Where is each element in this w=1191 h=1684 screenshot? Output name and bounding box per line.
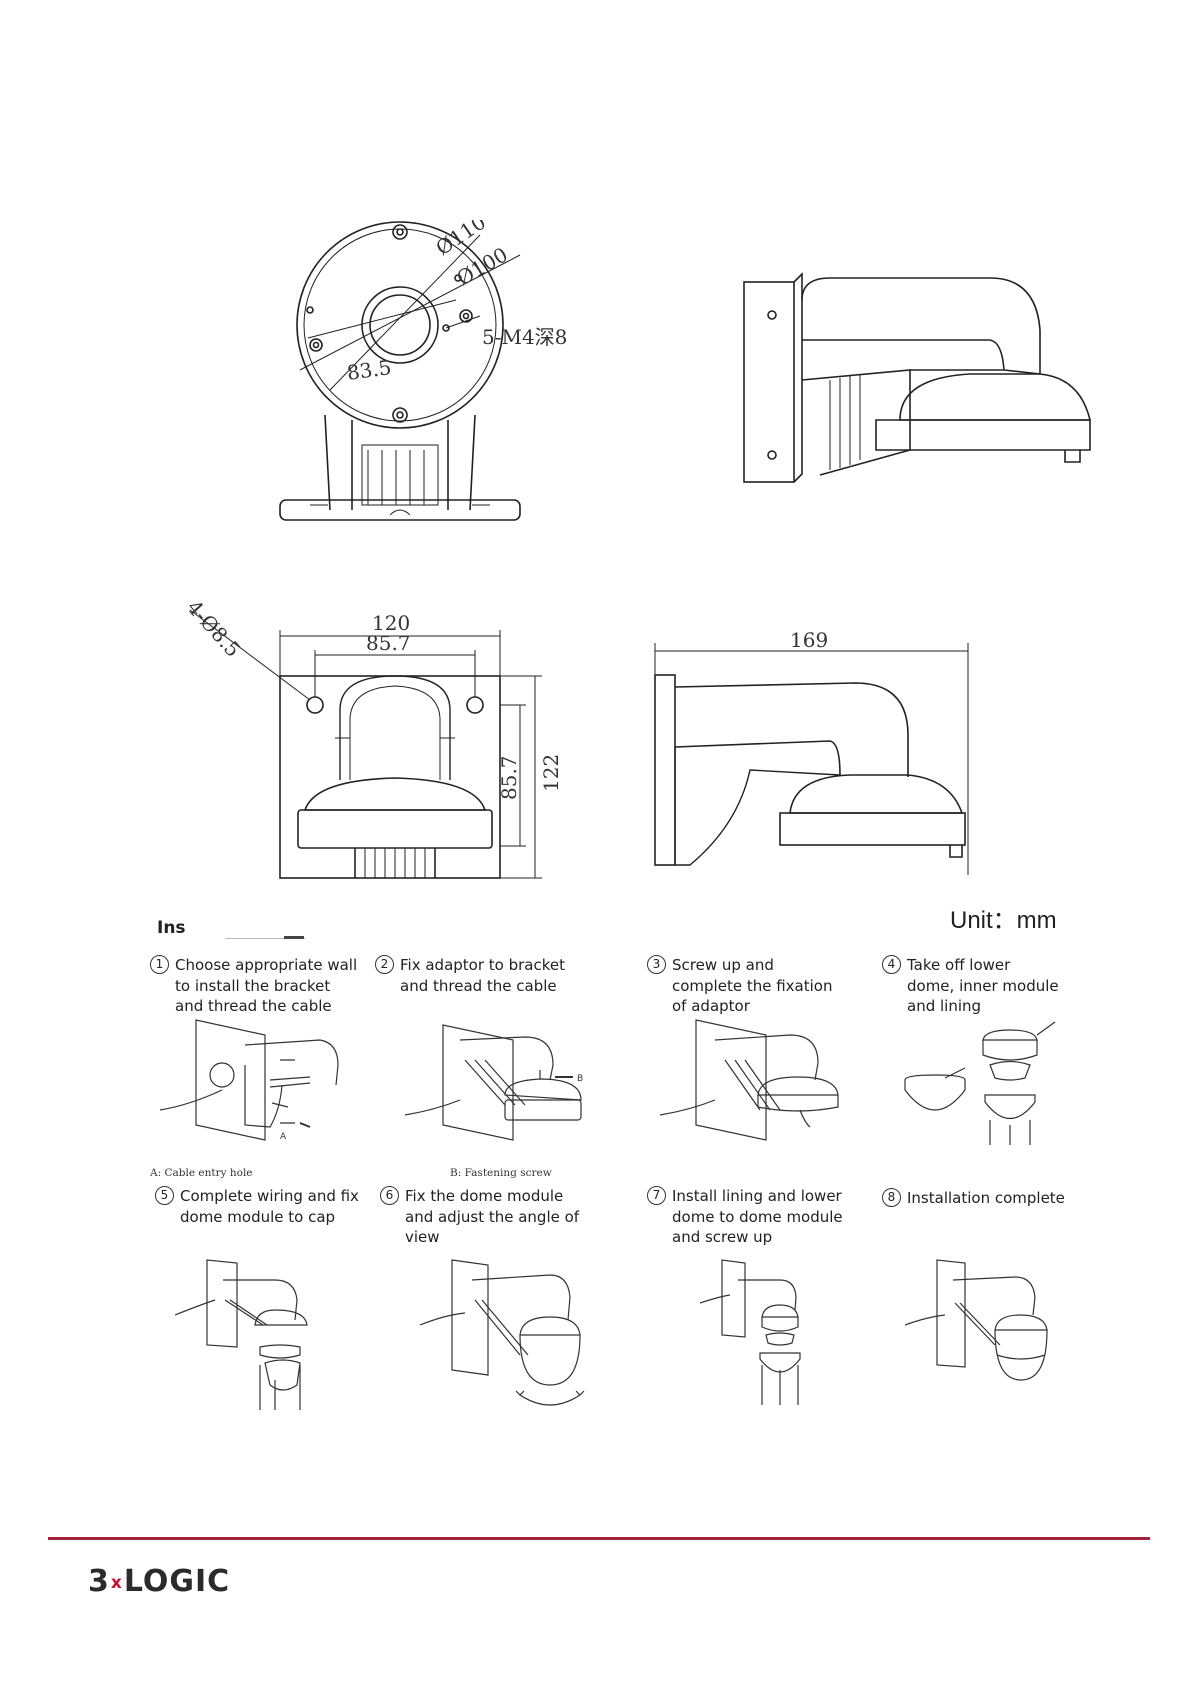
step-5-illustration (174, 1255, 325, 1419)
step-text: Complete wiring and fix dome module to c… (180, 1187, 359, 1226)
step-text: Install lining and lower dome to dome mo… (672, 1187, 843, 1246)
drawing-bracket-side: 169 (650, 625, 980, 875)
step-2-illustration: B (404, 1015, 605, 1149)
logo-suffix: LOGIC (123, 1564, 231, 1599)
step-1-illustration: A (159, 1015, 360, 1149)
step-number: 4 (882, 955, 901, 974)
step-text: Fix the dome module and adjust the angle… (405, 1187, 580, 1246)
step-text: Take off lower dome, inner module and li… (907, 956, 1059, 1015)
step-text: Choose appropriate wall to install the b… (175, 956, 358, 1015)
instructions-title: Ins (157, 918, 186, 938)
dim-inner-diameter: Ø100 (453, 242, 512, 290)
dim-width-outer: 120 (372, 611, 410, 635)
step-text: Screw up and complete the fixation of ad… (672, 956, 833, 1015)
dim-width-holes: 85.7 (366, 631, 411, 655)
step-text: Installation complete (907, 1189, 1065, 1207)
dim-height-outer: 122 (539, 754, 563, 792)
note-cable-entry: A: Cable entry hole (150, 1167, 253, 1179)
step-number: 2 (375, 955, 394, 974)
hole-spec-m4: 5-M4深8 (482, 325, 567, 349)
step-4-illustration (895, 1020, 1075, 1164)
unit-label: Unit：mm (950, 907, 1057, 934)
drawing-bracket-isometric (740, 270, 1100, 490)
step-3-illustration (659, 1015, 860, 1149)
drawing-base-plate-top: Ø110 Ø100 5-M4深8 83.5 (270, 220, 610, 530)
label-a: A (280, 1132, 287, 1142)
drawing-bracket-front: 4-Ø8.5 120 85.7 85.7 122 (180, 600, 580, 890)
step-2: 2 Fix adaptor to bracket and thread the … (375, 955, 585, 996)
label-b: B (577, 1074, 583, 1084)
step-1: 1 Choose appropriate wall to install the… (150, 955, 360, 1017)
step-6-illustration (419, 1255, 600, 1419)
step-number: 3 (647, 955, 666, 974)
step-number: 5 (155, 1186, 174, 1205)
step-8: 8 Installation complete (882, 1188, 1082, 1209)
title-mark (284, 936, 304, 939)
step-number: 7 (647, 1186, 666, 1205)
step-number: 6 (380, 1186, 399, 1205)
step-5: 5 Complete wiring and fix dome module to… (155, 1186, 365, 1227)
note-fastening-screw: B: Fastening screw (450, 1167, 552, 1179)
footer-rule (48, 1537, 1150, 1540)
dim-bolt-circle: 83.5 (345, 355, 392, 385)
step-number: 1 (150, 955, 169, 974)
logo-prefix: 3 (88, 1564, 110, 1599)
step-4: 4 Take off lower dome, inner module and … (882, 955, 1062, 1017)
hole-spec-8-5: 4-Ø8.5 (182, 600, 245, 662)
company-logo: 3xLOGIC (88, 1564, 230, 1599)
step-text: Fix adaptor to bracket and thread the ca… (400, 956, 565, 995)
step-7-illustration (699, 1255, 830, 1419)
step-6: 6 Fix the dome module and adjust the ang… (380, 1186, 590, 1248)
logo-x: x (110, 1573, 123, 1593)
dim-length: 169 (790, 628, 828, 652)
step-8-illustration (904, 1255, 1055, 1399)
step-number: 8 (882, 1188, 901, 1207)
dim-height-holes: 85.7 (497, 755, 521, 800)
title-underline (225, 938, 305, 939)
step-3: 3 Screw up and complete the fixation of … (647, 955, 847, 1017)
step-7: 7 Install lining and lower dome to dome … (647, 1186, 847, 1248)
